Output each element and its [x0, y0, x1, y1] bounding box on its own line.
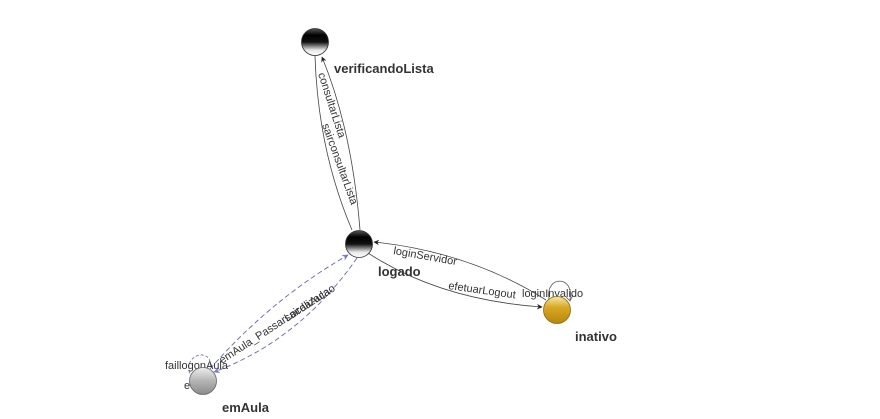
- edge-consultarLista: [312, 50, 353, 231]
- node-verificandoLista[interactable]: [301, 28, 329, 56]
- node-label-verificandoLista: verificandoLista: [334, 61, 434, 76]
- label-emAula-stub: e: [184, 380, 190, 392]
- edge-loginInvalido-head: [565, 294, 574, 302]
- node-emAula[interactable]: [189, 367, 217, 395]
- label-efetuarLogout: efetuarLogout: [448, 280, 517, 301]
- label-loginInvalido: loginInvalido: [522, 288, 583, 300]
- edge-loginInvalido: [548, 280, 571, 301]
- node-label-inativo: inativo: [575, 329, 617, 344]
- edge-sairdaAula: [213, 257, 358, 373]
- label-sairdaAula: sairdaAula: [282, 286, 333, 325]
- node-label-logado: logado: [378, 264, 421, 279]
- edge-emAula-to-logado: [209, 254, 349, 370]
- edge-sairconsultarLista: [321, 56, 361, 231]
- node-inativo[interactable]: [543, 296, 571, 324]
- edge-efetuarLogout: [367, 252, 543, 310]
- edge-faillogonAula: [188, 354, 211, 379]
- node-label-emAula: emAula: [222, 400, 270, 415]
- node-logado[interactable]: [345, 230, 373, 258]
- label-faillogonAula: faillogonAula: [165, 360, 229, 372]
- edge-loginServidor: [373, 239, 547, 301]
